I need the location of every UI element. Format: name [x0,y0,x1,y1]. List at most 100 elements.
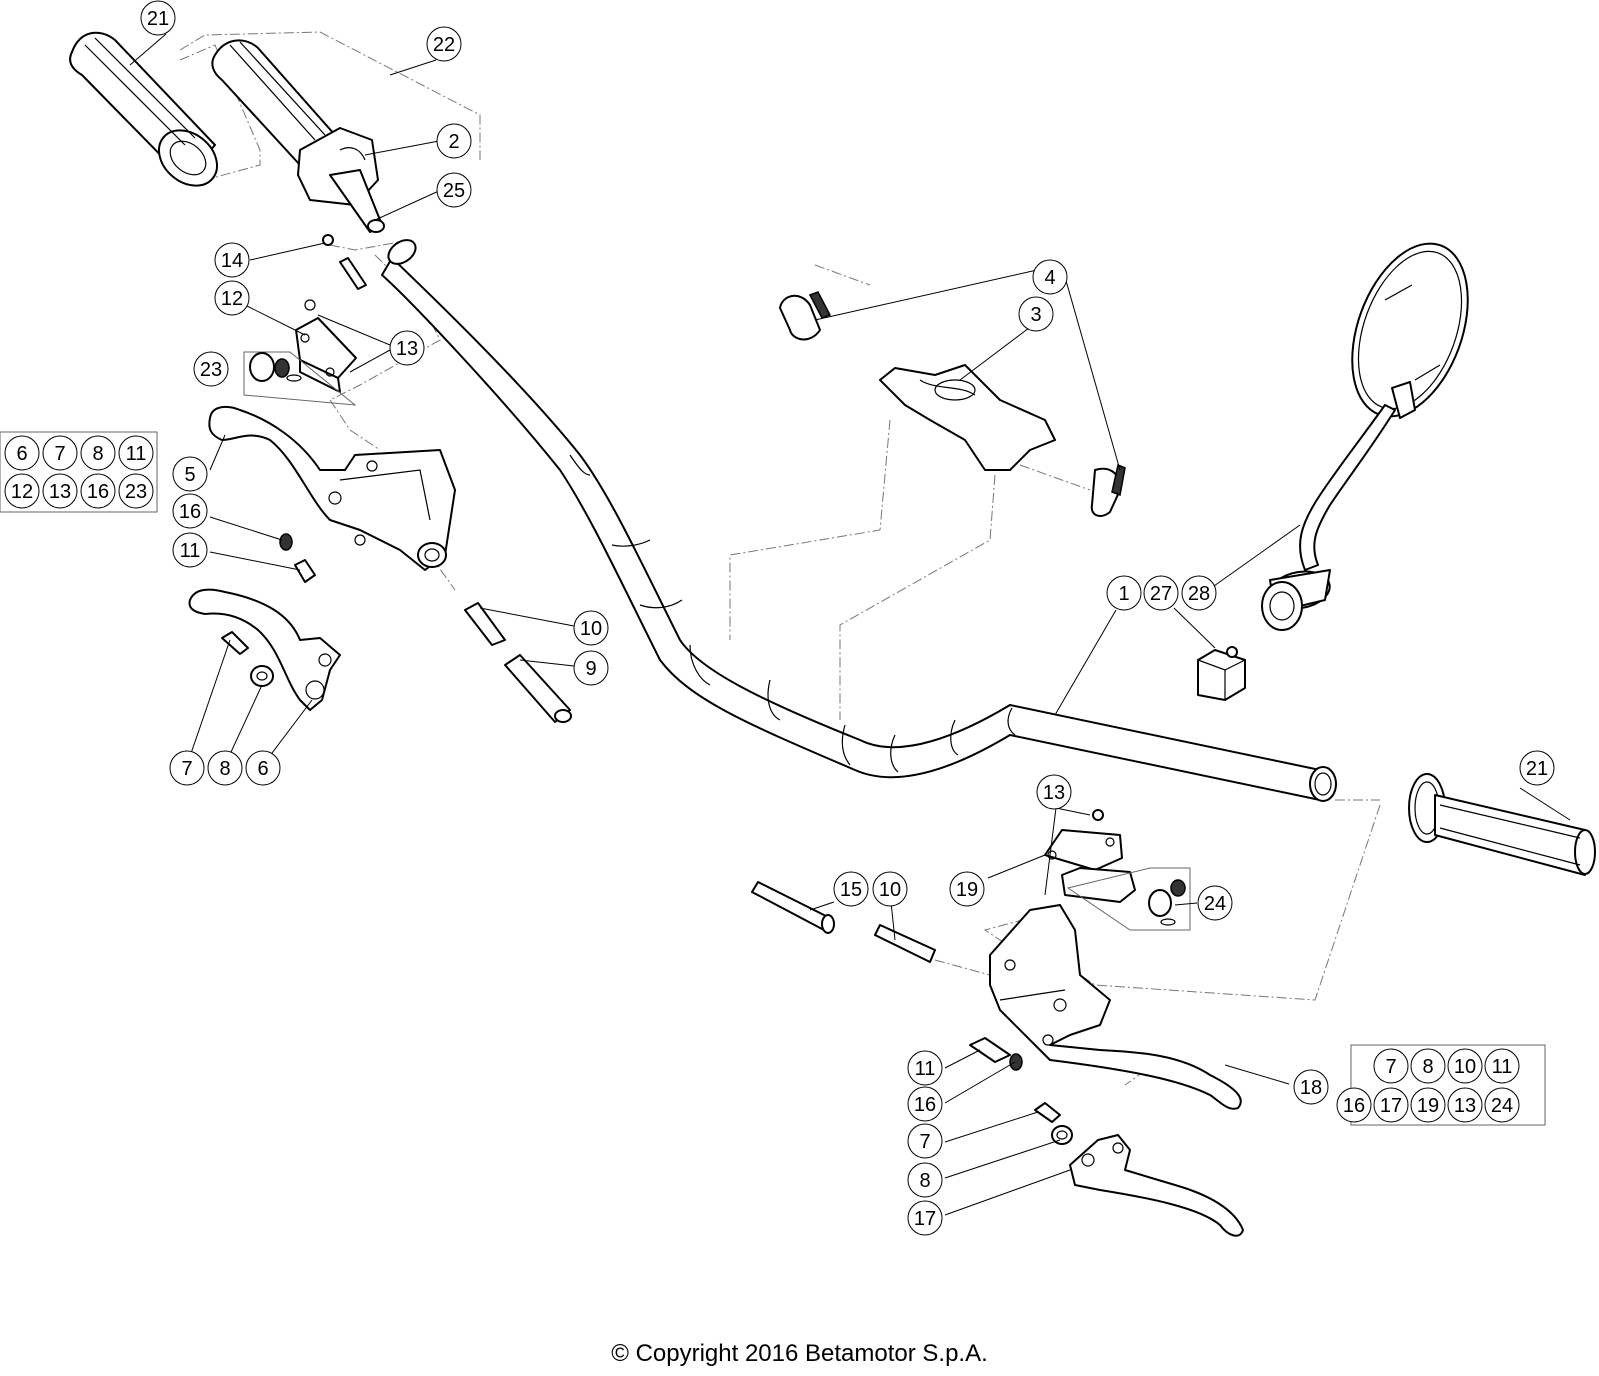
right-grip [1408,773,1596,876]
callout-label: 17 [914,1208,936,1230]
callout-label: 4 [1044,267,1055,289]
callout-12: 12 [214,280,250,316]
callout-label: 24 [1204,893,1226,915]
callout-label: 16 [914,1094,936,1116]
callout-label: 11 [915,1058,936,1080]
callout-label: 13 [49,481,71,503]
callout-label: 23 [200,359,222,381]
callout-19: 19 [949,871,985,907]
callout-label: 7 [1385,1056,1396,1078]
callout-2: 2 [436,123,472,159]
callout-label: 25 [443,180,465,202]
callout-label: 12 [11,481,33,503]
callout-label: 16 [179,501,201,523]
callout-13: 13 [1036,774,1072,810]
callout-11: 11 [907,1050,943,1086]
callout-label: 7 [919,1131,930,1153]
pin-14 [322,234,367,290]
handlebar-clamp [779,291,1126,517]
callout-28: 28 [1181,575,1217,611]
callout-7: 7 [169,750,205,786]
callout-label: 19 [1417,1095,1439,1117]
callout-23: 23 [193,351,229,387]
callout-11: 11 [172,532,208,568]
callout-13: 13 [1447,1087,1483,1123]
callout-label: 10 [1454,1056,1476,1078]
throttle-assembly [211,39,385,233]
callout-25: 25 [436,172,472,208]
callout-5: 5 [172,456,208,492]
callout-7: 7 [1373,1048,1409,1084]
callout-leaders [129,33,1571,1216]
callout-8: 8 [80,435,116,471]
callout-label: 24 [1491,1095,1513,1117]
callout-label: 22 [433,34,455,56]
callout-label: 23 [125,481,147,503]
callout-18: 18 [1293,1069,1329,1105]
callout-label: 5 [184,464,195,486]
callout-label: 8 [919,1170,930,1192]
handlebar [381,239,1337,802]
callout-16: 16 [907,1086,943,1122]
callout-label: 9 [585,658,596,680]
callout-8: 8 [1410,1048,1446,1084]
callout-label: 13 [396,338,418,360]
callout-label: 27 [1150,583,1172,605]
callout-label: 15 [840,879,862,901]
callout-label: 14 [221,250,243,272]
callout-4: 4 [1032,259,1068,295]
callout-label: 21 [1526,758,1548,780]
callout-21: 21 [140,0,176,36]
brake-reservoir-cover [1044,809,1191,931]
callout-label: 28 [1188,583,1210,605]
left-grip [69,31,218,187]
callout-16: 16 [172,493,208,529]
callout-label: 18 [1300,1077,1322,1099]
callout-10: 10 [872,871,908,907]
callout-3: 3 [1018,296,1054,332]
callout-label: 6 [16,443,27,465]
left-push-rod [464,602,572,723]
callout-label: 17 [1380,1095,1402,1117]
callout-6: 6 [245,750,281,786]
callout-label: 10 [580,618,602,640]
callout-label: 8 [219,758,230,780]
callout-label: 11 [180,540,201,562]
callout-8: 8 [907,1162,943,1198]
callout-9: 9 [573,650,609,686]
callout-label: 7 [181,758,192,780]
brake-lever-lower [1034,1102,1244,1237]
callout-10: 10 [1447,1048,1483,1084]
callout-21: 21 [1519,750,1555,786]
right-bolt-nut [969,1037,1023,1071]
callout-24: 24 [1484,1087,1520,1123]
callout-14: 14 [214,242,250,278]
callout-label: 16 [87,481,109,503]
callout-label: 6 [257,758,268,780]
callout-24: 24 [1197,885,1233,921]
callout-label: 2 [448,131,459,153]
callout-1: 1 [1106,575,1142,611]
callout-22: 22 [426,26,462,62]
callout-label: 21 [147,8,169,30]
callout-8: 8 [207,750,243,786]
callout-17: 17 [907,1200,943,1236]
callout-label: 7 [54,443,65,465]
callout-15: 15 [833,871,869,907]
callout-10: 10 [573,610,609,646]
kit-box-left [0,431,158,513]
callout-label: 11 [126,443,147,465]
callout-27: 27 [1143,575,1179,611]
callout-7: 7 [42,435,78,471]
mirror [1261,242,1469,631]
callout-label: 1 [1118,583,1129,605]
callout-11: 11 [1484,1048,1520,1084]
callout-23: 23 [118,473,154,509]
switch-27 [1197,646,1246,701]
right-push-rods [751,881,936,963]
callout-label: 12 [221,288,243,310]
callout-16: 16 [80,473,116,509]
callout-12: 12 [4,473,40,509]
